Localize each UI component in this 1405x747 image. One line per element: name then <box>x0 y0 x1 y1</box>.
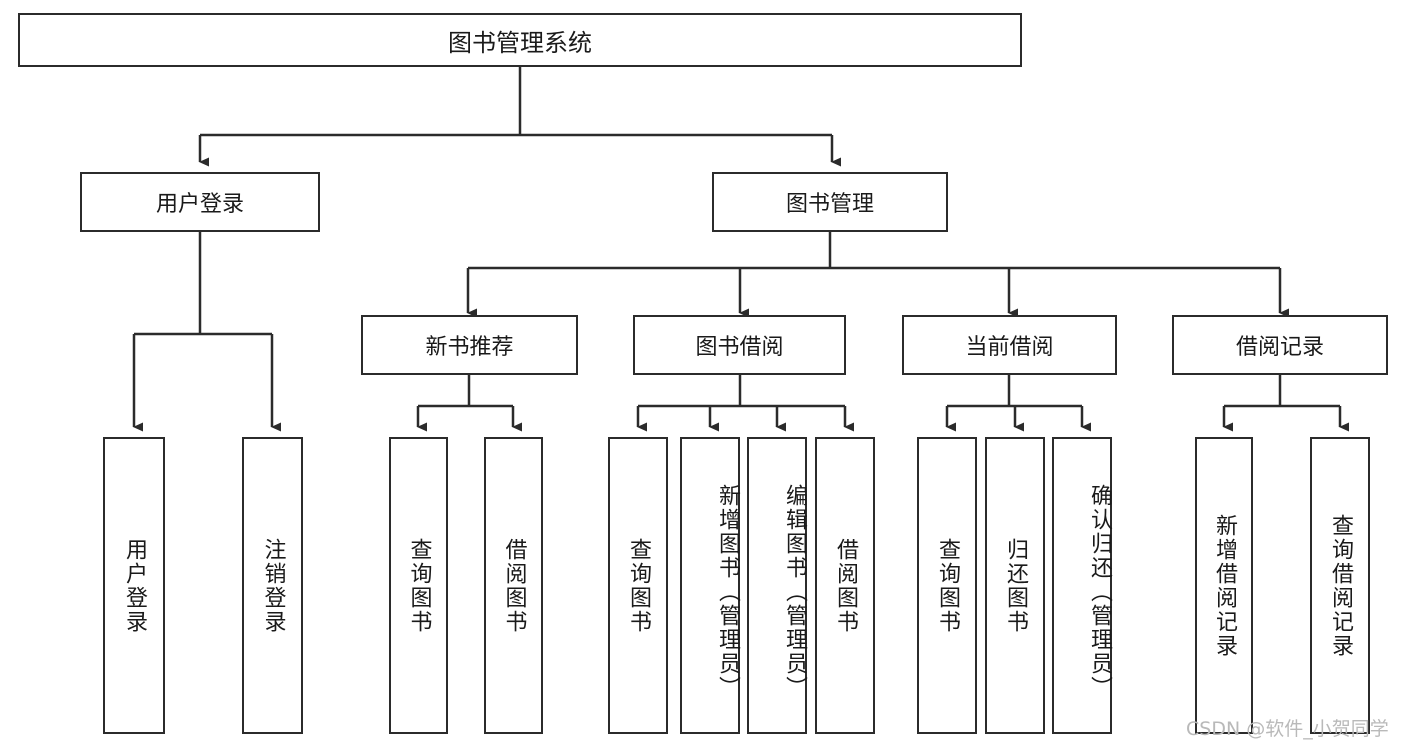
node-root-system[interactable]: 图书管理系统 <box>18 13 1022 67</box>
node-user-login[interactable]: 用户登录 <box>80 172 320 232</box>
leaf-borrow-book[interactable]: 借阅图书 <box>815 437 875 734</box>
leaf-confirm-return-admin[interactable]: 确认归还（管理员） <box>1052 437 1112 734</box>
leaf-add-book-admin[interactable]: 新增图书（管理员） <box>680 437 740 734</box>
node-book-management[interactable]: 图书管理 <box>712 172 948 232</box>
leaf-query-book-recommend[interactable]: 查询图书 <box>389 437 448 734</box>
leaf-query-borrow-record[interactable]: 查询借阅记录 <box>1310 437 1370 734</box>
leaf-add-borrow-record[interactable]: 新增借阅记录 <box>1195 437 1253 734</box>
leaf-query-book-current[interactable]: 查询图书 <box>917 437 977 734</box>
node-new-book-recommend[interactable]: 新书推荐 <box>361 315 578 375</box>
leaf-return-book[interactable]: 归还图书 <box>985 437 1045 734</box>
leaf-query-book-borrow[interactable]: 查询图书 <box>608 437 668 734</box>
node-current-borrow[interactable]: 当前借阅 <box>902 315 1117 375</box>
leaf-user-login[interactable]: 用户登录 <box>103 437 165 734</box>
node-book-borrow[interactable]: 图书借阅 <box>633 315 846 375</box>
leaf-edit-book-admin[interactable]: 编辑图书（管理员） <box>747 437 807 734</box>
node-borrow-record[interactable]: 借阅记录 <box>1172 315 1388 375</box>
watermark-text: CSDN @软件_小贺同学 <box>1186 718 1389 740</box>
leaf-borrow-book-recommend[interactable]: 借阅图书 <box>484 437 543 734</box>
leaf-logout-login[interactable]: 注销登录 <box>242 437 303 734</box>
